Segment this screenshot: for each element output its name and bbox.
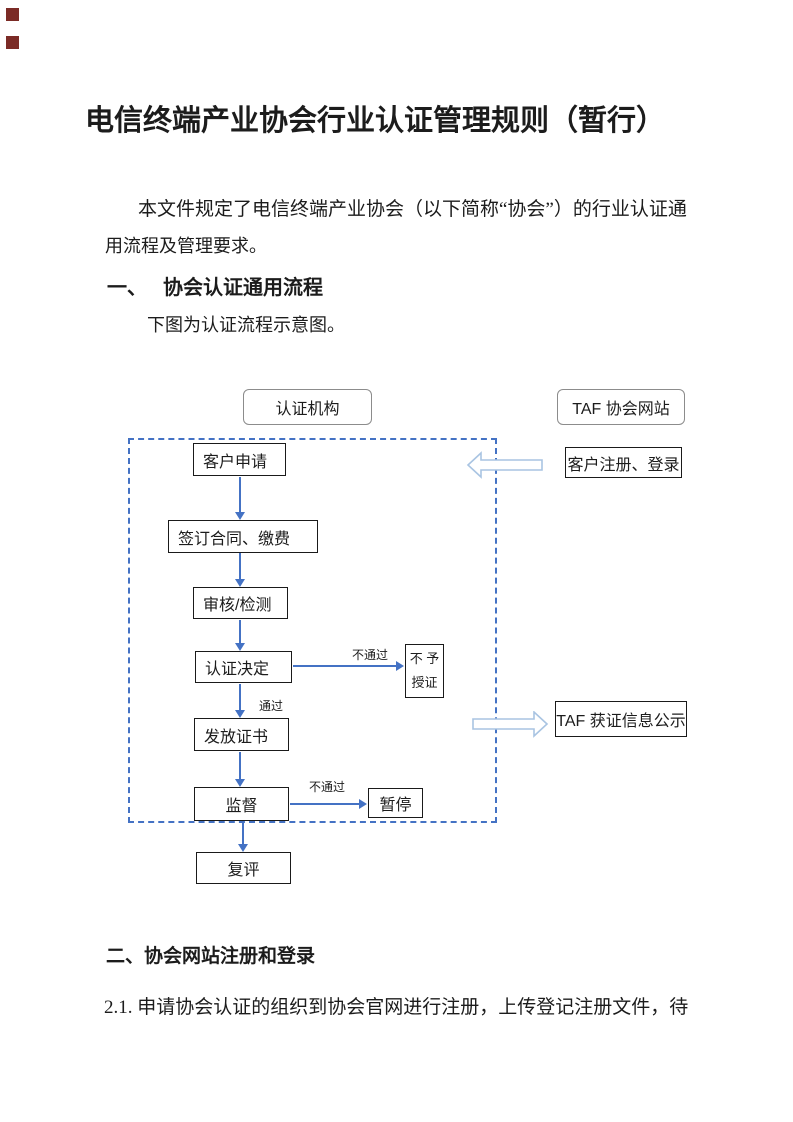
edge-label-fail-decision: 不通过	[352, 648, 389, 662]
section-1-number: 一、	[107, 277, 147, 299]
arrow-right-decision-to-refuse	[293, 661, 404, 671]
section-1-heading: 一、协会认证通用流程	[107, 271, 323, 300]
arrow-down-review-to-decision	[235, 620, 245, 651]
flow-node-customer-apply: 客户申请	[193, 443, 286, 476]
flow-node-suspend: 暂停	[368, 788, 423, 818]
flow-node-taf-publicity: TAF 获证信息公示	[555, 701, 687, 737]
edge-label-fail-supervision: 不通过	[309, 780, 346, 794]
arrow-down-decision-to-issue	[235, 684, 245, 718]
arrow-right-supervision-to-suspend	[290, 799, 367, 809]
corner-mark-icon	[6, 36, 19, 49]
flow-node-sign-contract-pay: 签订合同、缴费	[168, 520, 318, 553]
flow-node-supervision: 监督	[194, 787, 289, 821]
arrow-down-supervision-to-reassess	[238, 822, 248, 852]
flow-node-register-login: 客户注册、登录	[565, 447, 682, 478]
corner-mark-icon	[6, 8, 19, 21]
flow-lane-taf-website: TAF 协会网站	[557, 389, 685, 425]
flow-lane-certification-body: 认证机构	[243, 389, 372, 425]
figure-caption: 下图为认证流程示意图。	[147, 315, 345, 335]
intro-paragraph-line2: 用流程及管理要求。	[105, 236, 267, 256]
block-arrow-right-icon	[472, 711, 549, 738]
block-arrow-left-icon	[466, 451, 543, 479]
clause-2-1: 2.1. 申请协会认证的组织到协会官网进行注册，上传登记注册文件，待	[104, 997, 689, 1018]
flow-node-refuse-certificate: 不 予 授证	[405, 644, 444, 698]
page-title: 电信终端产业协会行业认证管理规则（暂行）	[84, 105, 665, 137]
flow-node-review-test: 审核/检测	[193, 587, 288, 619]
intro-paragraph-line1: 本文件规定了电信终端产业协会（以下简称“协会”）的行业认证通	[138, 199, 687, 220]
section-2-heading: 二、协会网站注册和登录	[106, 946, 316, 967]
flow-node-issue-certificate: 发放证书	[194, 718, 289, 751]
flow-node-certification-decision: 认证决定	[195, 651, 292, 683]
refuse-line2: 授证	[411, 675, 438, 690]
refuse-line1: 不 予	[409, 650, 440, 666]
section-1-title: 协会认证通用流程	[163, 277, 323, 299]
arrow-down-issue-to-supervision	[235, 752, 245, 787]
edge-label-pass: 通过	[259, 699, 284, 713]
certification-body-dashed-region	[128, 438, 497, 823]
arrow-down-sign-to-review	[235, 553, 245, 587]
arrow-down-apply-to-sign	[235, 477, 245, 520]
flow-node-reassessment: 复评	[196, 852, 291, 884]
